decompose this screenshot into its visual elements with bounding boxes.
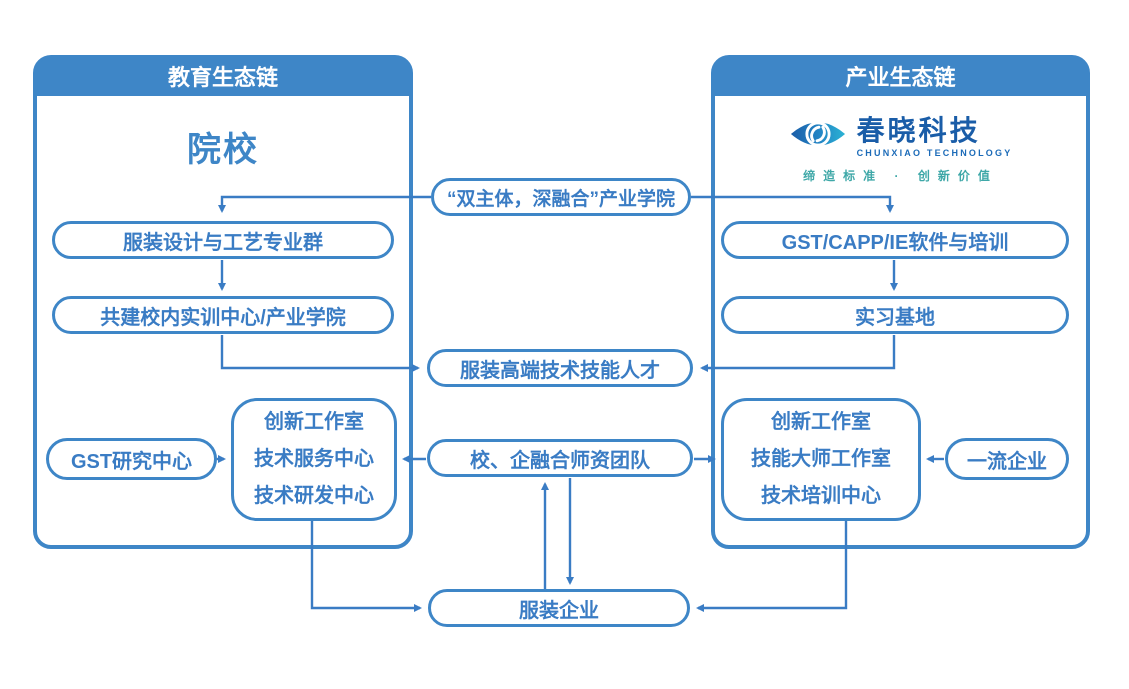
node-right-center: 创新工作室 技能大师工作室 技术培训中心 <box>721 398 921 521</box>
node-talent: 服装高端技术技能人才 <box>427 349 693 387</box>
arrow-training-to-talent <box>220 335 420 372</box>
arrow-college-to-software <box>691 195 894 213</box>
arrow-internship-to-talent <box>700 335 896 372</box>
education-chain-header: 教育生态链 <box>37 59 409 99</box>
logo-tagline: 缔造标准 · 创新价值 <box>803 169 998 183</box>
logo-company-name: 春晓科技 <box>856 114 981 146</box>
node-gst-research: GST研究中心 <box>46 438 217 480</box>
arrow-right-center-to-garment <box>696 520 848 612</box>
node-edu-group: 服装设计与工艺专业群 <box>52 221 394 259</box>
left-center-line-1: 创新工作室 <box>264 411 364 433</box>
industry-chain-header: 产业生态链 <box>715 59 1086 99</box>
right-center-line-3: 技术培训中心 <box>761 485 881 507</box>
left-center-line-3: 技术研发中心 <box>254 485 374 507</box>
arrow-left-center-to-garment <box>310 520 422 612</box>
node-first-class-enterprise: 一流企业 <box>945 438 1069 480</box>
node-internship-base: 实习基地 <box>721 296 1069 334</box>
right-center-line-1: 创新工作室 <box>771 411 871 433</box>
eye-swirl-logo-icon <box>789 114 847 159</box>
node-garment-enterprise: 服装企业 <box>428 589 690 627</box>
node-training-center: 共建校内实训中心/产业学院 <box>52 296 394 334</box>
node-faculty-team: 校、企融合师资团队 <box>427 439 693 477</box>
college-title: 院校 <box>187 131 259 169</box>
node-left-center: 创新工作室 技术服务中心 技术研发中心 <box>231 398 397 521</box>
left-center-line-2: 技术服务中心 <box>254 448 374 470</box>
arrow-college-to-edu-group <box>218 195 431 213</box>
right-center-line-2: 技能大师工作室 <box>751 448 891 470</box>
logo-company-subtitle: CHUNXIAO TECHNOLOGY <box>856 147 1013 158</box>
node-software-training: GST/CAPP/IE软件与培训 <box>721 221 1069 259</box>
chunxiao-logo: 春晓科技 CHUNXIAO TECHNOLOGY 缔造标准 · 创新价值 <box>711 114 1090 184</box>
node-industry-college: “双主体，深融合”产业学院 <box>431 178 691 216</box>
